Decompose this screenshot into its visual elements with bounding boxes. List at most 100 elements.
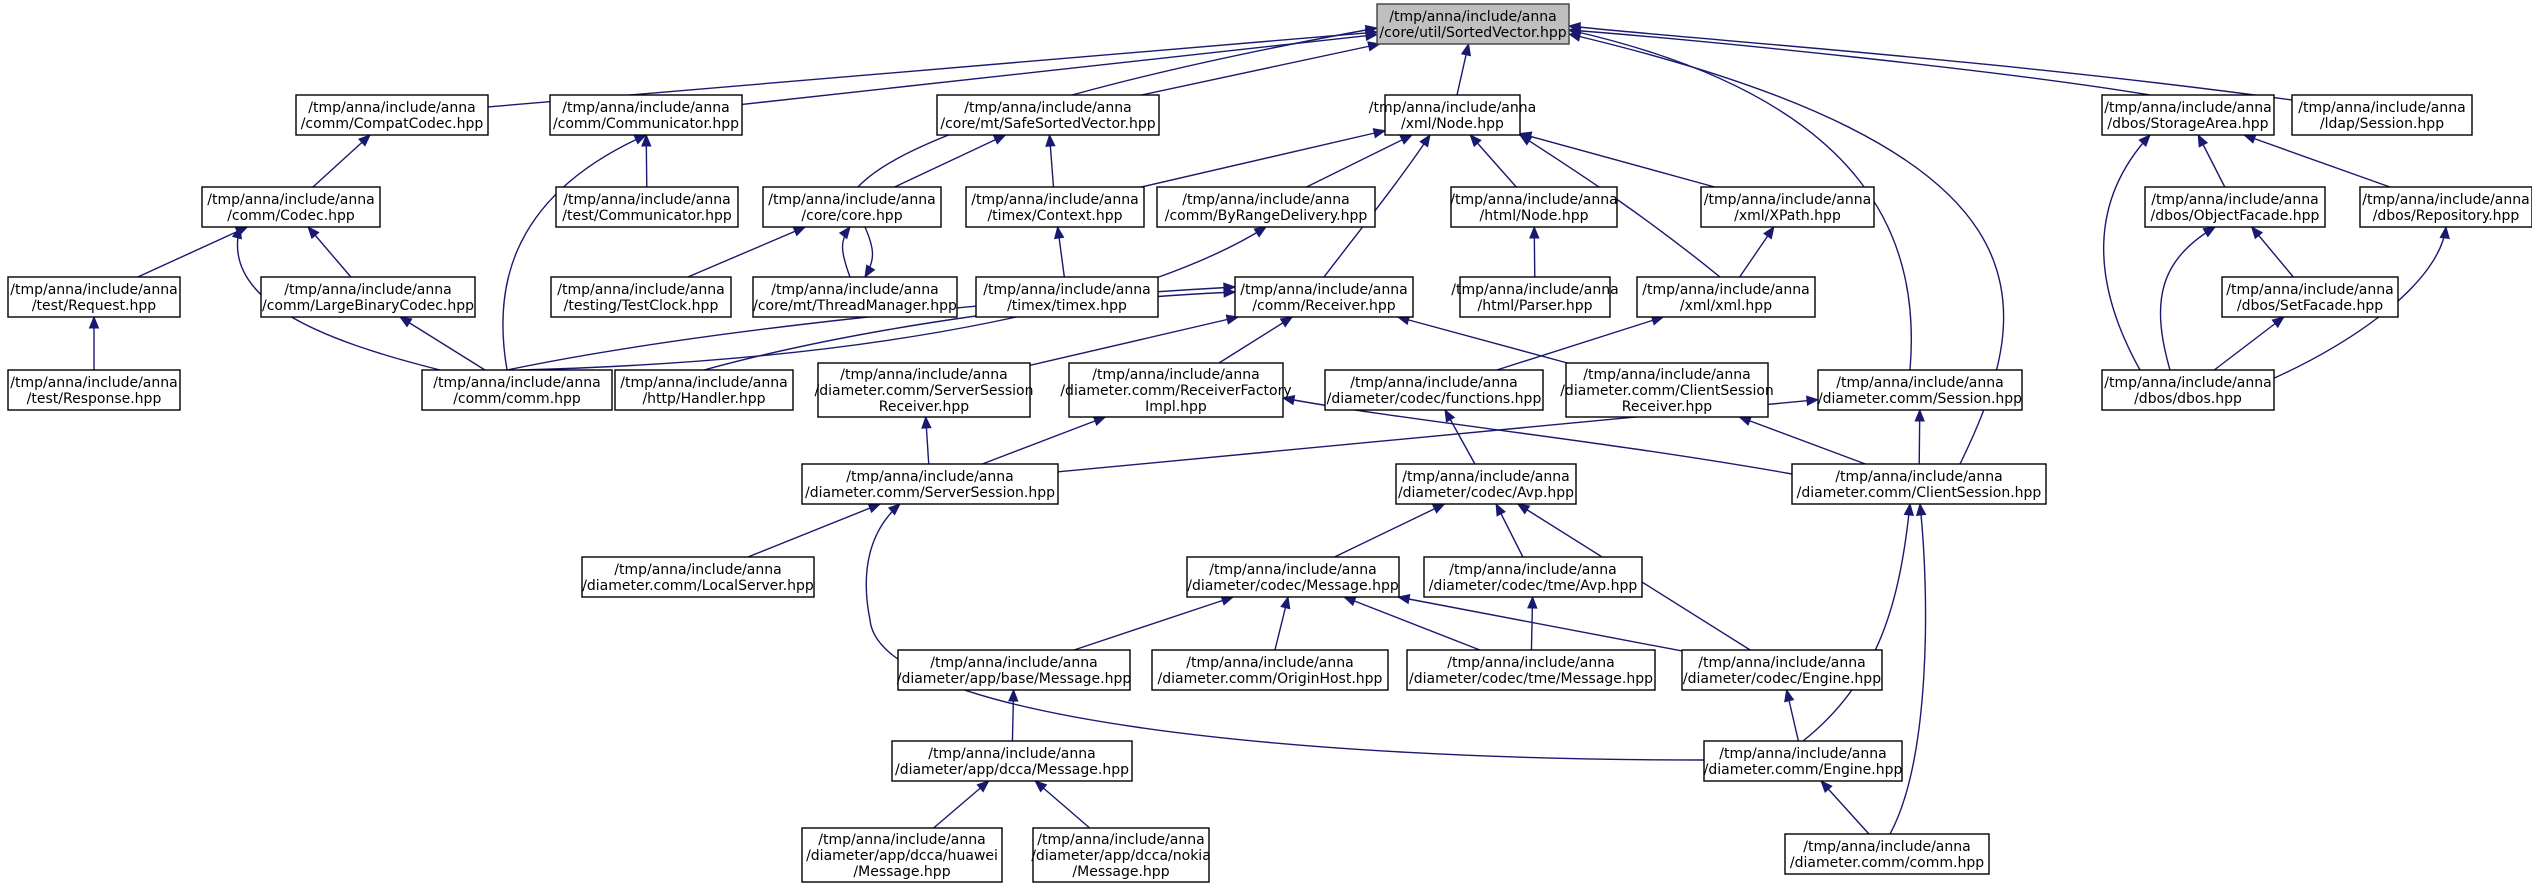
node-objectfacade[interactable]: /tmp/anna/include/anna/dbos/ObjectFacade… bbox=[2144, 186, 2326, 228]
node-clientsessionreceiver[interactable]: /tmp/anna/include/anna/diameter.comm/Cli… bbox=[1560, 362, 1774, 418]
node-box bbox=[7, 276, 181, 318]
node-setfacade[interactable]: /tmp/anna/include/anna/dbos/SetFacade.hp… bbox=[2221, 276, 2399, 318]
edge-arrowhead bbox=[1280, 595, 1291, 610]
edge-commcomm-to-communicator bbox=[502, 134, 648, 371]
node-diamsession[interactable]: /tmp/anna/include/anna/diameter.comm/Ses… bbox=[1817, 369, 2023, 411]
edge-arrowhead bbox=[231, 225, 243, 240]
node-threadmanager[interactable]: /tmp/anna/include/anna/core/mt/ThreadMan… bbox=[752, 276, 958, 318]
node-nokiamessage[interactable]: /tmp/anna/include/anna/diameter/app/dcca… bbox=[1031, 827, 1211, 883]
node-label-line: /dbos/Repository.hpp bbox=[2373, 208, 2520, 224]
node-localserver[interactable]: /tmp/anna/include/anna/diameter.comm/Loc… bbox=[581, 556, 815, 598]
node-tmeavp[interactable]: /tmp/anna/include/anna/diameter/codec/tm… bbox=[1423, 556, 1643, 598]
edge-line bbox=[2102, 134, 2151, 371]
edge-arrowhead bbox=[1342, 596, 1357, 607]
edge-arrowhead bbox=[1279, 316, 1294, 328]
node-serversessionreceiver[interactable]: /tmp/anna/include/anna/diameter.comm/Ser… bbox=[815, 362, 1034, 418]
node-label-line: /diameter/codec/Avp.hpp bbox=[1398, 485, 1574, 501]
edge-arrowhead bbox=[1915, 502, 1927, 516]
node-httphandler[interactable]: /tmp/anna/include/anna/http/Handler.hpp bbox=[614, 369, 794, 411]
node-receiver[interactable]: /tmp/anna/include/anna/comm/Receiver.hpp bbox=[1234, 276, 1414, 318]
edge-arrowhead bbox=[1527, 595, 1538, 609]
node-box bbox=[1784, 833, 1990, 875]
node-diamcommcomm[interactable]: /tmp/anna/include/anna/diameter.comm/com… bbox=[1784, 833, 1990, 875]
node-codecavp[interactable]: /tmp/anna/include/anna/diameter/codec/Av… bbox=[1395, 463, 1577, 505]
edge-arrowhead bbox=[1045, 133, 1056, 147]
node-basemessage[interactable]: /tmp/anna/include/anna/diameter/app/base… bbox=[897, 649, 1132, 691]
node-commengine[interactable]: /tmp/anna/include/anna/diameter.comm/Eng… bbox=[1703, 740, 1903, 782]
node-commcomm[interactable]: /tmp/anna/include/anna/comm/comm.hpp bbox=[421, 369, 613, 411]
edge-codecfunctions-to-xmlxml bbox=[1496, 315, 1665, 371]
node-safesortedvector[interactable]: /tmp/anna/include/anna/core/mt/SafeSorte… bbox=[936, 94, 1160, 136]
node-label-line: /diameter/app/base/Message.hpp bbox=[897, 671, 1132, 687]
node-byrangedelivery[interactable]: /tmp/anna/include/anna/comm/ByRangeDeliv… bbox=[1156, 186, 1376, 228]
edge-arrowhead bbox=[1784, 688, 1795, 703]
edge-objectfacade-to-storagearea bbox=[2197, 133, 2226, 188]
node-xmlnode[interactable]: /tmp/anna/include/anna/xml/Node.hpp bbox=[1369, 94, 1536, 136]
node-testresponse[interactable]: /tmp/anna/include/anna/test/Response.hpp bbox=[7, 369, 181, 411]
node-codecmessage[interactable]: /tmp/anna/include/anna/diameter/codec/Me… bbox=[1186, 556, 1400, 598]
edge-codecmessage-to-codecavp bbox=[1334, 503, 1446, 558]
node-clientsession[interactable]: /tmp/anna/include/anna/diameter.comm/Cli… bbox=[1791, 463, 2047, 505]
node-box bbox=[1151, 649, 1389, 691]
node-xpath[interactable]: /tmp/anna/include/anna/xml/XPath.hpp bbox=[1700, 186, 1875, 228]
node-tmemessage[interactable]: /tmp/anna/include/anna/diameter/codec/tm… bbox=[1406, 649, 1656, 691]
node-storagearea[interactable]: /tmp/anna/include/anna/dbos/StorageArea.… bbox=[2101, 94, 2275, 136]
node-codec[interactable]: /tmp/anna/include/anna/comm/Codec.hpp bbox=[201, 186, 381, 228]
node-box bbox=[1636, 276, 1816, 318]
edge-corecore-to-threadmanager bbox=[864, 226, 876, 279]
node-timexcontext[interactable]: /tmp/anna/include/anna/timex/Context.hpp bbox=[965, 186, 1145, 228]
node-label-line: /comm/Communicator.hpp bbox=[553, 116, 739, 132]
node-htmlnode[interactable]: /tmp/anna/include/anna/html/Node.hpp bbox=[1450, 186, 1618, 228]
node-xmlxml[interactable]: /tmp/anna/include/anna/xml/xml.hpp bbox=[1636, 276, 1816, 318]
node-label-line: /tmp/anna/include/anna bbox=[964, 100, 1131, 116]
node-communicator[interactable]: /tmp/anna/include/anna/comm/Communicator… bbox=[549, 94, 743, 136]
node-dbosdbos[interactable]: /tmp/anna/include/anna/dbos/dbos.hpp bbox=[2101, 369, 2275, 411]
edge-line bbox=[747, 503, 881, 558]
node-label-line: /tmp/anna/include/anna bbox=[562, 100, 729, 116]
node-box bbox=[2101, 369, 2275, 411]
edge-huaweimessage-to-dccamessage bbox=[933, 780, 990, 829]
node-testcommunicator[interactable]: /tmp/anna/include/anna/test/Communicator… bbox=[555, 186, 739, 228]
node-label-line: /dbos/ObjectFacade.hpp bbox=[2151, 208, 2320, 224]
node-label-line: Receiver.hpp bbox=[879, 399, 969, 415]
node-dccamessage[interactable]: /tmp/anna/include/anna/diameter/app/dcca… bbox=[891, 740, 1133, 782]
node-sortedvector[interactable]: /tmp/anna/include/anna/core/util/SortedV… bbox=[1376, 3, 1570, 45]
node-codecfunctions[interactable]: /tmp/anna/include/anna/diameter/codec/fu… bbox=[1324, 369, 1544, 411]
edge-arrowhead bbox=[307, 225, 320, 240]
node-codecengine[interactable]: /tmp/anna/include/anna/diameter/codec/En… bbox=[1681, 649, 1883, 691]
edge-arrowhead bbox=[2202, 226, 2217, 238]
edge-line bbox=[2213, 316, 2285, 371]
node-repository[interactable]: /tmp/anna/include/anna/dbos/Repository.h… bbox=[2359, 186, 2532, 228]
edge-arrowhead bbox=[1738, 416, 1752, 426]
node-label-line: /core/util/SortedVector.hpp bbox=[1379, 25, 1566, 41]
node-label-line: /tmp/anna/include/anna bbox=[433, 375, 600, 391]
edge-line bbox=[1073, 596, 1234, 651]
edge-line bbox=[312, 134, 371, 188]
edge-line bbox=[1568, 29, 2151, 96]
node-label-line: /diameter.comm/ServerSession.hpp bbox=[805, 485, 1055, 501]
edge-clientsession-to-diamsession bbox=[1914, 408, 1925, 465]
node-label-line: /tmp/anna/include/anna bbox=[930, 655, 1097, 671]
node-compatcodec[interactable]: /tmp/anna/include/anna/comm/CompatCodec.… bbox=[295, 94, 489, 136]
node-box bbox=[1032, 827, 1210, 883]
node-serversession[interactable]: /tmp/anna/include/anna/diameter.comm/Ser… bbox=[801, 463, 1059, 505]
node-largebinarycodec[interactable]: /tmp/anna/include/anna/comm/LargeBinaryC… bbox=[260, 276, 476, 318]
node-originhost[interactable]: /tmp/anna/include/anna/diameter.comm/Ori… bbox=[1151, 649, 1389, 691]
edge-line bbox=[1889, 503, 1927, 835]
node-timextimex[interactable]: /tmp/anna/include/anna/timex/timex.hpp bbox=[975, 276, 1159, 318]
edge-line bbox=[1398, 596, 1683, 652]
node-box bbox=[936, 94, 1160, 136]
node-receiverfactoryimpl[interactable]: /tmp/anna/include/anna/diameter.comm/Rec… bbox=[1060, 362, 1292, 418]
node-htmlparser[interactable]: /tmp/anna/include/anna/html/Parser.hpp bbox=[1451, 276, 1619, 318]
node-testclock[interactable]: /tmp/anna/include/anna/testing/TestClock… bbox=[550, 276, 732, 318]
edge-line bbox=[1306, 134, 1413, 188]
node-ldapsession[interactable]: /tmp/anna/include/anna/ldap/Session.hpp bbox=[2291, 94, 2473, 136]
node-testrequest[interactable]: /tmp/anna/include/anna/test/Request.hpp bbox=[7, 276, 181, 318]
node-label-line: /tmp/anna/include/anna bbox=[1450, 192, 1617, 208]
edge-line bbox=[1141, 43, 1380, 96]
node-box bbox=[1565, 362, 1769, 418]
node-label-line: /diameter.comm/LocalServer.hpp bbox=[582, 578, 814, 594]
node-corecore[interactable]: /tmp/anna/include/anna/core/core.hpp bbox=[762, 186, 942, 228]
node-huaweimessage[interactable]: /tmp/anna/include/anna/diameter/app/dcca… bbox=[801, 827, 1003, 883]
node-label-line: /tmp/anna/include/anna bbox=[10, 282, 177, 298]
